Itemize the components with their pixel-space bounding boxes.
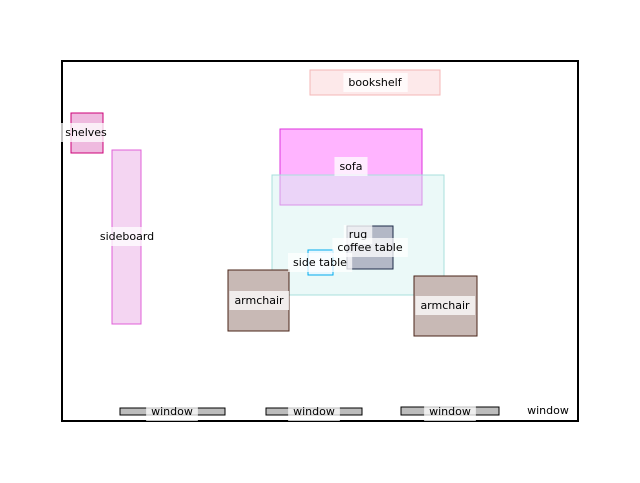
coffee-table-label: coffee table [337,241,402,254]
shelves-label-bg [60,123,113,142]
bookshelf-label-bg [343,73,408,92]
window-4-label-bg [522,401,574,420]
sideboard-label: sideboard [100,230,154,243]
window-3-label-bg [424,402,476,421]
window-2-label: window [293,405,335,418]
window-3-label: window [429,405,471,418]
armchair-right-label: armchair [420,299,470,312]
coffee-table-label-bg [332,238,408,257]
sideboard-label-bg [94,227,160,246]
armchair-left-label: armchair [234,294,284,307]
side-table-label: side table [293,256,347,269]
shelves-label: shelves [65,126,107,139]
armchair-left-label-bg [229,291,290,310]
armchair-right-label-bg [415,296,476,315]
rug-label: rug [349,228,367,241]
sofa-label-bg [334,157,368,176]
bookshelf-label: bookshelf [348,76,402,89]
window-4-label: window [527,404,569,417]
window-1-label: window [151,405,193,418]
side-table-label-bg [288,253,353,272]
sofa-label: sofa [339,160,362,173]
window-1-label-bg [146,402,198,421]
window-2-label-bg [288,402,340,421]
